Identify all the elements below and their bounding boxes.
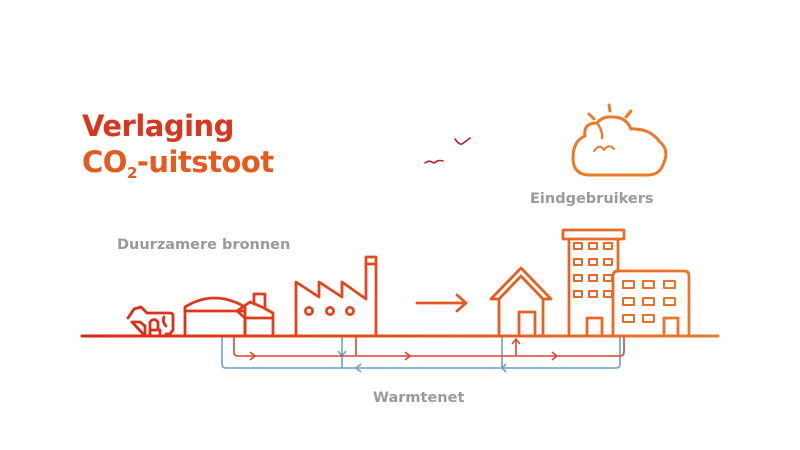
birds-icon [424,137,471,164]
heat-network-label: Warmtenet [373,390,465,406]
supply-arrow-right-icon [249,351,257,361]
supply-arrow-up-icon [511,337,521,345]
factory-icon [294,255,378,338]
apartment-building-icon [611,269,691,338]
title-co: CO [82,145,127,179]
return-arrow-left-icon [500,363,507,373]
house-icon [489,266,553,338]
biogas-dome-icon [183,296,247,338]
barn-icon [235,292,275,338]
return-arrow-left-icon [354,363,362,373]
sun-cloud-icon [571,103,668,177]
sources-label: Duurzamere bronnen [117,237,291,253]
end-users-label: Eindgebruikers [530,191,654,207]
cow-icon [126,305,175,338]
tower-building-icon [561,228,626,338]
supply-pipe [233,336,625,361]
supply-arrow-right-icon [551,351,559,361]
title-subscript: 2 [126,164,137,182]
page-title: Verlaging CO2-uitstoot [82,108,274,182]
title-suffix: -uitstoot [136,145,274,179]
return-pipe [221,336,621,373]
title-line-2: CO2-uitstoot [82,144,274,182]
arrow-right-icon [415,293,468,313]
title-line-1: Verlaging [82,109,234,143]
supply-arrow-right-icon [404,351,412,361]
